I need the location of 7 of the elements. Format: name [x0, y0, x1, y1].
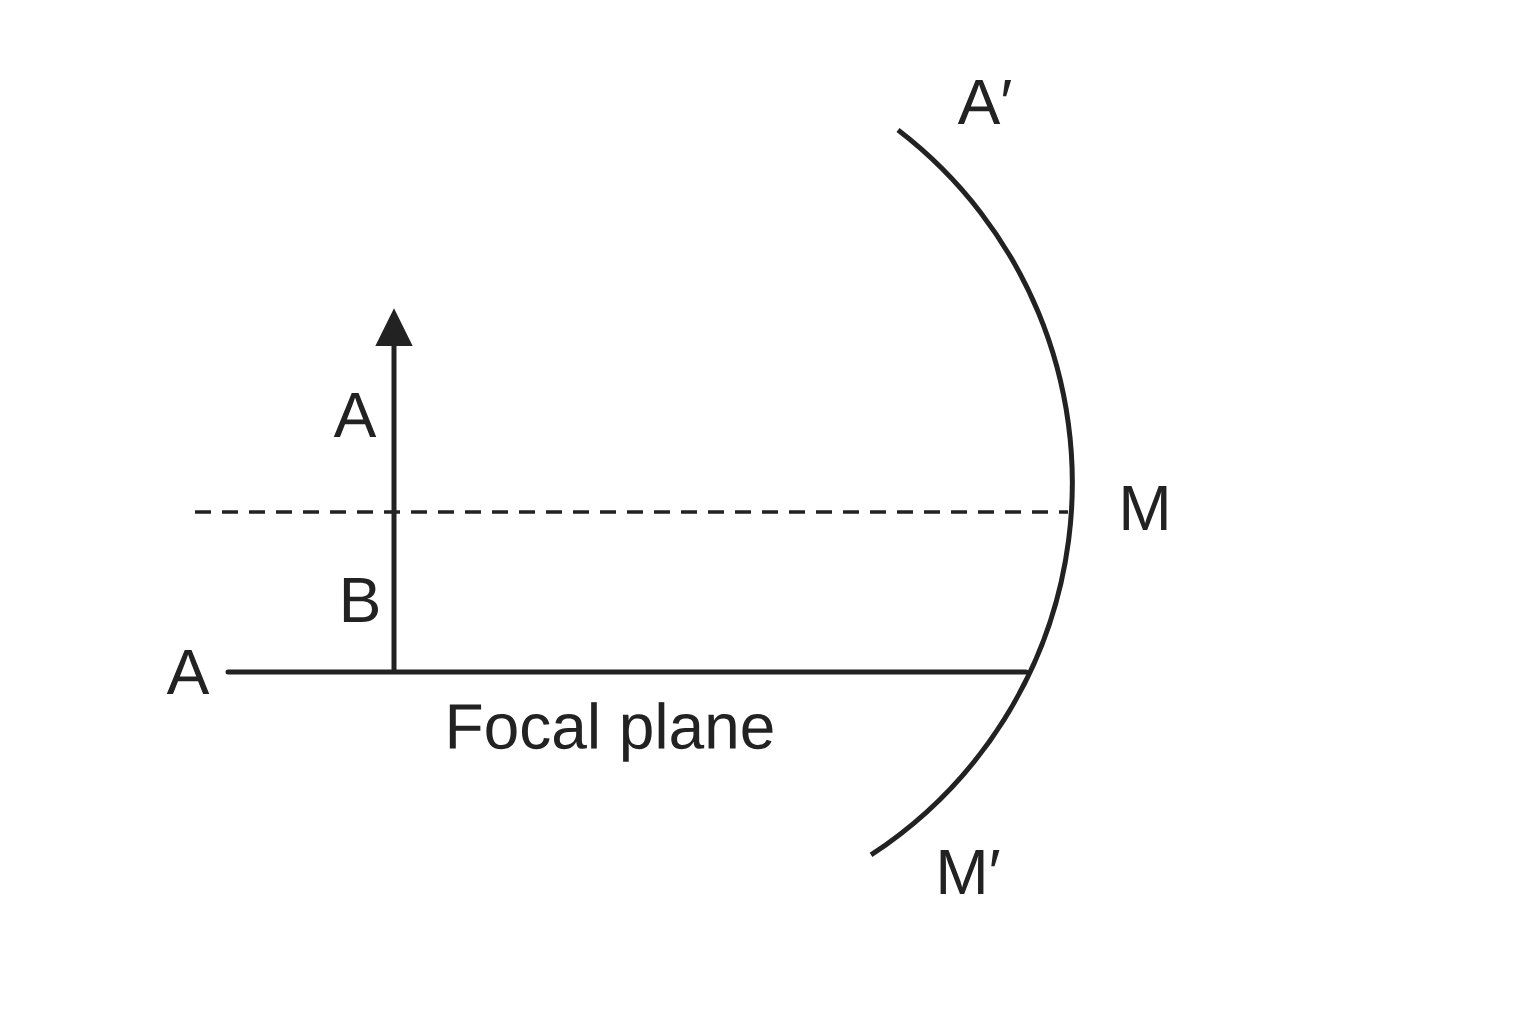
point-label: A: [166, 649, 210, 694]
point-label: B: [343, 577, 378, 622]
axis-label: Focal plane: [449, 702, 773, 762]
point-label: M′: [940, 849, 1000, 894]
point-label: A: [333, 392, 377, 437]
point-label: M: [1123, 485, 1167, 530]
point-label: A′: [957, 79, 1012, 124]
